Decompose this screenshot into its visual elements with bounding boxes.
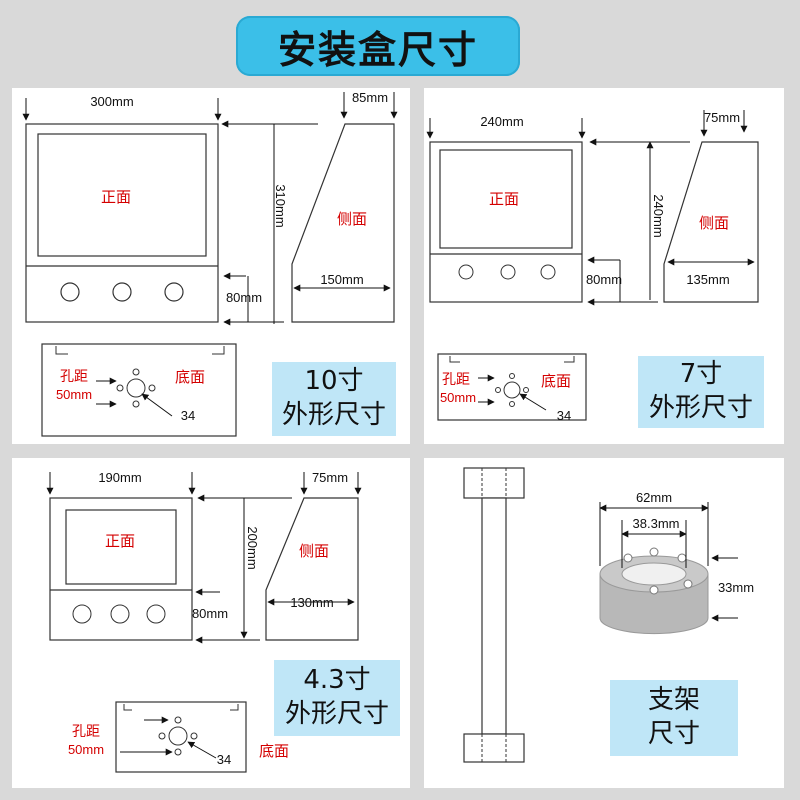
top-dimension: 75mm xyxy=(704,110,740,125)
bottom-label: 底面 xyxy=(175,369,205,386)
base-dimension: 150mm xyxy=(320,272,363,287)
panel-4-3-inch: 正面 190mm 侧面 75mm 200mm 130mm 80mm xyxy=(12,458,410,788)
page-title: 安装盒尺寸 xyxy=(236,16,520,76)
bottom-label: 底面 xyxy=(259,743,289,760)
side-label: 侧面 xyxy=(337,211,367,228)
panel-stand: 62mm 38.3mm 33mm 支架 尺寸 xyxy=(424,458,784,788)
hole-spacing-label: 孔距 xyxy=(442,371,470,387)
height-dimension: 33mm xyxy=(718,580,754,595)
center-hole-dimension: 34 xyxy=(217,752,231,767)
panel-7-inch: 正面 240mm 侧面 75mm 240mm 135mm 80mm xyxy=(424,88,784,444)
diagram-4-3-inch: 正面 190mm 侧面 75mm 200mm 130mm 80mm xyxy=(46,470,362,773)
side-label: 侧面 xyxy=(299,543,329,560)
size-label-line1: 7寸 xyxy=(679,359,723,390)
size-label-line1: 4.3寸 xyxy=(303,665,371,696)
lower-dimension: 80mm xyxy=(586,272,622,287)
front-label: 正面 xyxy=(101,189,131,206)
width-dimension: 190mm xyxy=(98,470,141,485)
button-hole xyxy=(60,282,80,302)
center-hole-dimension: 34 xyxy=(181,408,195,423)
size-label-line1: 支架 xyxy=(647,685,700,716)
size-label-stand: 支架 尺寸 xyxy=(610,680,738,756)
height-dimension: 310mm xyxy=(273,184,288,227)
size-label-line2: 尺寸 xyxy=(647,719,700,749)
hole-spacing-value: 50mm xyxy=(56,387,92,402)
size-label-line2: 外形尺寸 xyxy=(648,393,753,423)
base-dimension: 130mm xyxy=(290,595,333,610)
size-label-7: 7寸 外形尺寸 xyxy=(638,356,764,428)
button-hole xyxy=(164,282,184,302)
button-hole xyxy=(112,282,132,302)
size-label-line2: 外形尺寸 xyxy=(284,699,389,729)
height-dimension: 240mm xyxy=(651,194,666,237)
hole-spacing-value: 50mm xyxy=(68,742,104,757)
top-dimension: 85mm xyxy=(352,90,388,105)
outer-diameter-dimension: 62mm xyxy=(636,490,672,505)
side-label: 侧面 xyxy=(699,215,729,232)
hole-spacing-label: 孔距 xyxy=(72,723,100,739)
size-label-4-3: 4.3寸 外形尺寸 xyxy=(274,660,400,736)
bottom-view-outline xyxy=(41,343,237,437)
height-dimension: 200mm xyxy=(245,526,260,569)
bottom-label: 底面 xyxy=(541,373,571,390)
lower-dimension: 80mm xyxy=(192,606,228,621)
size-label-line2: 外形尺寸 xyxy=(281,400,386,430)
width-dimension: 300mm xyxy=(90,94,133,109)
screen-area xyxy=(37,133,207,257)
width-dimension: 240mm xyxy=(480,114,523,129)
top-dimension: 75mm xyxy=(312,470,348,485)
diagram-10-inch: 正面 300mm 侧面 85mm 310mm 150mm 80mm xyxy=(22,90,398,437)
hole-spacing-label: 孔距 xyxy=(60,368,88,384)
side-view-outline xyxy=(291,123,395,323)
front-label: 正面 xyxy=(489,191,519,208)
diagram-stand: 62mm 38.3mm 33mm xyxy=(463,467,754,763)
diagram-7-inch: 正面 240mm 侧面 75mm 240mm 135mm 80mm xyxy=(426,110,759,423)
front-label: 正面 xyxy=(105,533,135,550)
panel-10-inch: 正面 300mm 侧面 85mm 310mm 150mm 80mm xyxy=(12,88,410,444)
size-label-line1: 10寸 xyxy=(304,366,364,397)
center-hole-dimension: 34 xyxy=(557,408,571,423)
inner-diameter-dimension: 38.3mm xyxy=(633,516,680,531)
base-dimension: 135mm xyxy=(686,272,729,287)
lower-dimension: 80mm xyxy=(226,290,262,305)
hole-spacing-value: 50mm xyxy=(440,390,476,405)
size-label-10: 10寸 外形尺寸 xyxy=(272,362,396,436)
